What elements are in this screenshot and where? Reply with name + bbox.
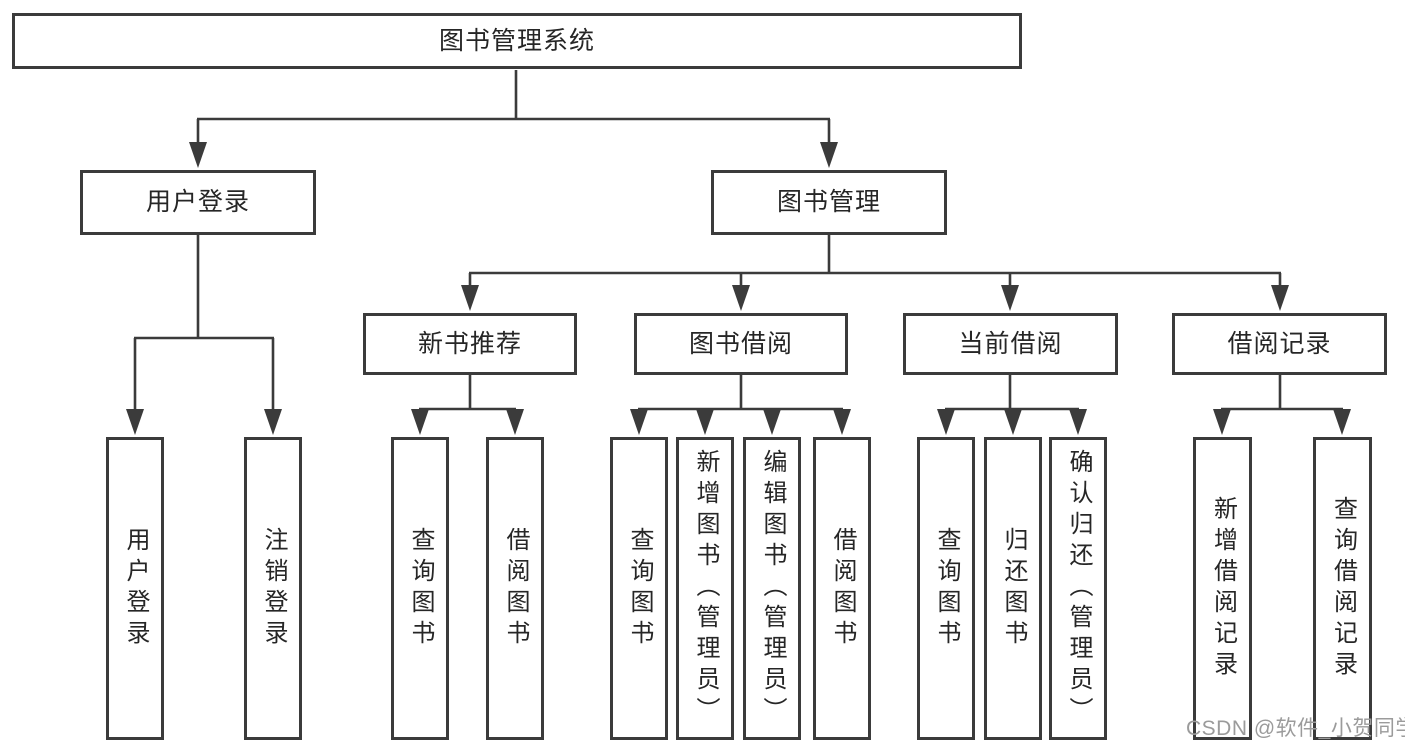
- leaf-label: 用户登录: [122, 526, 149, 651]
- csdn-watermark: CSDN @软件_小贺同学: [1186, 717, 1405, 740]
- node-label: 当前借阅: [958, 329, 1063, 358]
- leaf-label: 查询图书: [933, 526, 960, 651]
- leaf-borrow-book: 借阅图书: [486, 437, 544, 740]
- connector-borrow-record: [1213, 375, 1351, 435]
- node-new-book: 新书推荐: [363, 313, 577, 375]
- connector-new-book: [411, 375, 524, 435]
- node-book-borrow: 图书借阅: [634, 313, 848, 375]
- leaf-label: 归还图书: [1000, 526, 1027, 651]
- connector-book-borrow: [630, 375, 851, 435]
- leaf-query-borrow-record: 查询借阅记录: [1313, 437, 1372, 740]
- node-root-label: 图书管理系统: [438, 26, 595, 55]
- node-borrow-record: 借阅记录: [1172, 313, 1387, 375]
- node-label: 图书借阅: [688, 329, 793, 358]
- leaf-label: 借阅图书: [829, 526, 856, 651]
- leaf-label: 编辑图书（管理员）: [759, 449, 786, 728]
- connector-user-login: [126, 235, 282, 435]
- leaf-user-login: 用户登录: [106, 437, 164, 740]
- node-root: 图书管理系统: [12, 13, 1022, 69]
- leaf-label: 查询图书: [407, 526, 434, 651]
- node-user-login: 用户登录: [80, 170, 316, 235]
- leaf-confirm-return-admin: 确认归还（管理员）: [1049, 437, 1107, 740]
- leaf-add-borrow-record: 新增借阅记录: [1193, 437, 1252, 740]
- leaf-return-book: 归还图书: [984, 437, 1042, 740]
- leaf-query-book: 查询图书: [610, 437, 668, 740]
- node-label: 新书推荐: [417, 329, 522, 358]
- leaf-label: 新增图书（管理员）: [692, 449, 719, 728]
- leaf-logout: 注销登录: [244, 437, 302, 740]
- leaf-label: 新增借阅记录: [1209, 495, 1237, 682]
- connector-book-management: [461, 235, 1289, 311]
- leaf-edit-book-admin: 编辑图书（管理员）: [743, 437, 801, 740]
- leaf-borrow-book: 借阅图书: [813, 437, 871, 740]
- node-current-borrow: 当前借阅: [903, 313, 1118, 375]
- leaf-label: 注销登录: [260, 526, 287, 651]
- leaf-label: 确认归还（管理员）: [1065, 449, 1092, 728]
- connector-current-borrow: [937, 375, 1087, 435]
- node-label: 图书管理: [776, 188, 881, 216]
- node-label: 借阅记录: [1227, 329, 1332, 358]
- leaf-query-book: 查询图书: [391, 437, 449, 740]
- node-label: 用户登录: [145, 188, 250, 216]
- leaf-label: 借阅图书: [502, 526, 529, 651]
- leaf-label: 查询图书: [626, 526, 653, 651]
- leaf-label: 查询借阅记录: [1329, 495, 1357, 682]
- node-book-management: 图书管理: [711, 170, 947, 235]
- leaf-query-book: 查询图书: [917, 437, 975, 740]
- connector-root-to-level2: [189, 70, 838, 168]
- leaf-add-book-admin: 新增图书（管理员）: [676, 437, 734, 740]
